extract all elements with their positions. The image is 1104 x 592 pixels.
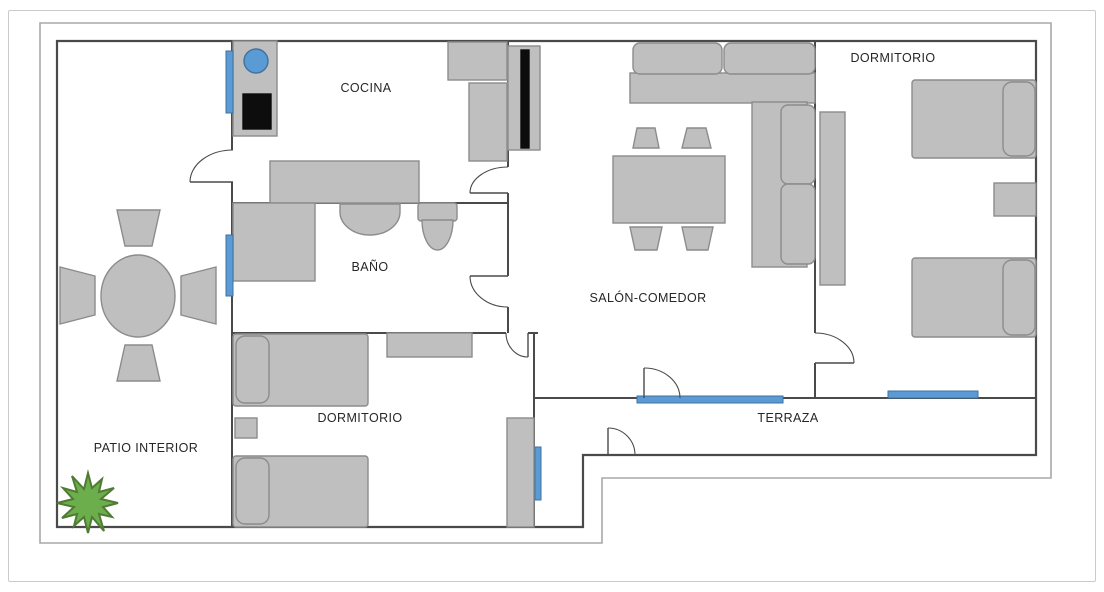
window-salon-terrace xyxy=(636,395,784,404)
room-label-bano: BAÑO xyxy=(351,260,389,274)
nightstand-north xyxy=(993,182,1037,217)
wall-cabinet xyxy=(447,41,508,81)
wardrobe-south xyxy=(506,417,535,528)
dining-chair-1 xyxy=(632,127,660,149)
kitchen-sink xyxy=(243,48,269,74)
shelf-south xyxy=(386,332,473,358)
window-kitchen-patio xyxy=(225,50,234,114)
building-outline xyxy=(39,22,1052,544)
sofa-chaise-cushion-2 xyxy=(780,183,816,265)
pillow-south-1 xyxy=(235,335,270,404)
window-bedroom-terrace xyxy=(887,390,979,399)
door-salon-terrace-arc xyxy=(643,367,681,399)
room-label-dormitorio-norte: DORMITORIO xyxy=(850,51,936,65)
patio-table xyxy=(100,254,176,338)
pillow-north-1 xyxy=(1002,81,1036,157)
dining-chair-3 xyxy=(629,226,663,251)
bathroom-sink xyxy=(339,203,401,236)
plant xyxy=(56,469,119,534)
fridge xyxy=(468,82,508,162)
stove xyxy=(242,93,272,130)
room-label-terraza: TERRAZA xyxy=(757,411,819,425)
patio-chair-4 xyxy=(180,266,217,325)
sofa-main xyxy=(629,72,816,104)
dining-chair-2 xyxy=(681,127,712,149)
door-bedroom-north-arc xyxy=(814,332,855,364)
sofa-cushion-1 xyxy=(632,42,723,75)
apartment-outline xyxy=(55,39,1038,529)
patio-chair-2 xyxy=(116,344,161,382)
patio-chair-1 xyxy=(116,209,161,247)
patio-chair-3 xyxy=(59,266,96,325)
pillow-south-2 xyxy=(235,457,270,525)
shower xyxy=(232,202,316,282)
dining-table xyxy=(612,155,726,224)
wardrobe-north xyxy=(819,111,846,286)
toilet-bowl xyxy=(421,219,454,251)
room-label-dormitorio-sur: DORMITORIO xyxy=(317,411,403,425)
kitchen-counter xyxy=(269,160,420,204)
nightstand-south xyxy=(234,417,258,439)
room-label-salon-comedor: SALÓN-COMEDOR xyxy=(589,291,707,305)
sofa-chaise-cushion-1 xyxy=(780,104,816,185)
tv-screen xyxy=(520,49,530,149)
door-patio-kitchen-arc xyxy=(189,149,234,183)
sofa-cushion-2 xyxy=(723,42,816,75)
pillow-north-2 xyxy=(1002,259,1036,336)
window-bathroom-patio xyxy=(225,234,234,297)
mirror-bedroom-south xyxy=(534,446,542,501)
dining-chair-4 xyxy=(681,226,714,251)
door-bedroom-south-arc xyxy=(505,332,529,358)
room-label-patio-interior: PATIO INTERIOR xyxy=(93,441,199,455)
toilet-tank xyxy=(417,202,458,222)
door-kitchen-arc xyxy=(469,166,509,194)
door-bathroom-arc xyxy=(469,275,509,308)
door-terrace-step-arc xyxy=(607,427,636,456)
room-label-cocina: COCINA xyxy=(340,81,392,95)
